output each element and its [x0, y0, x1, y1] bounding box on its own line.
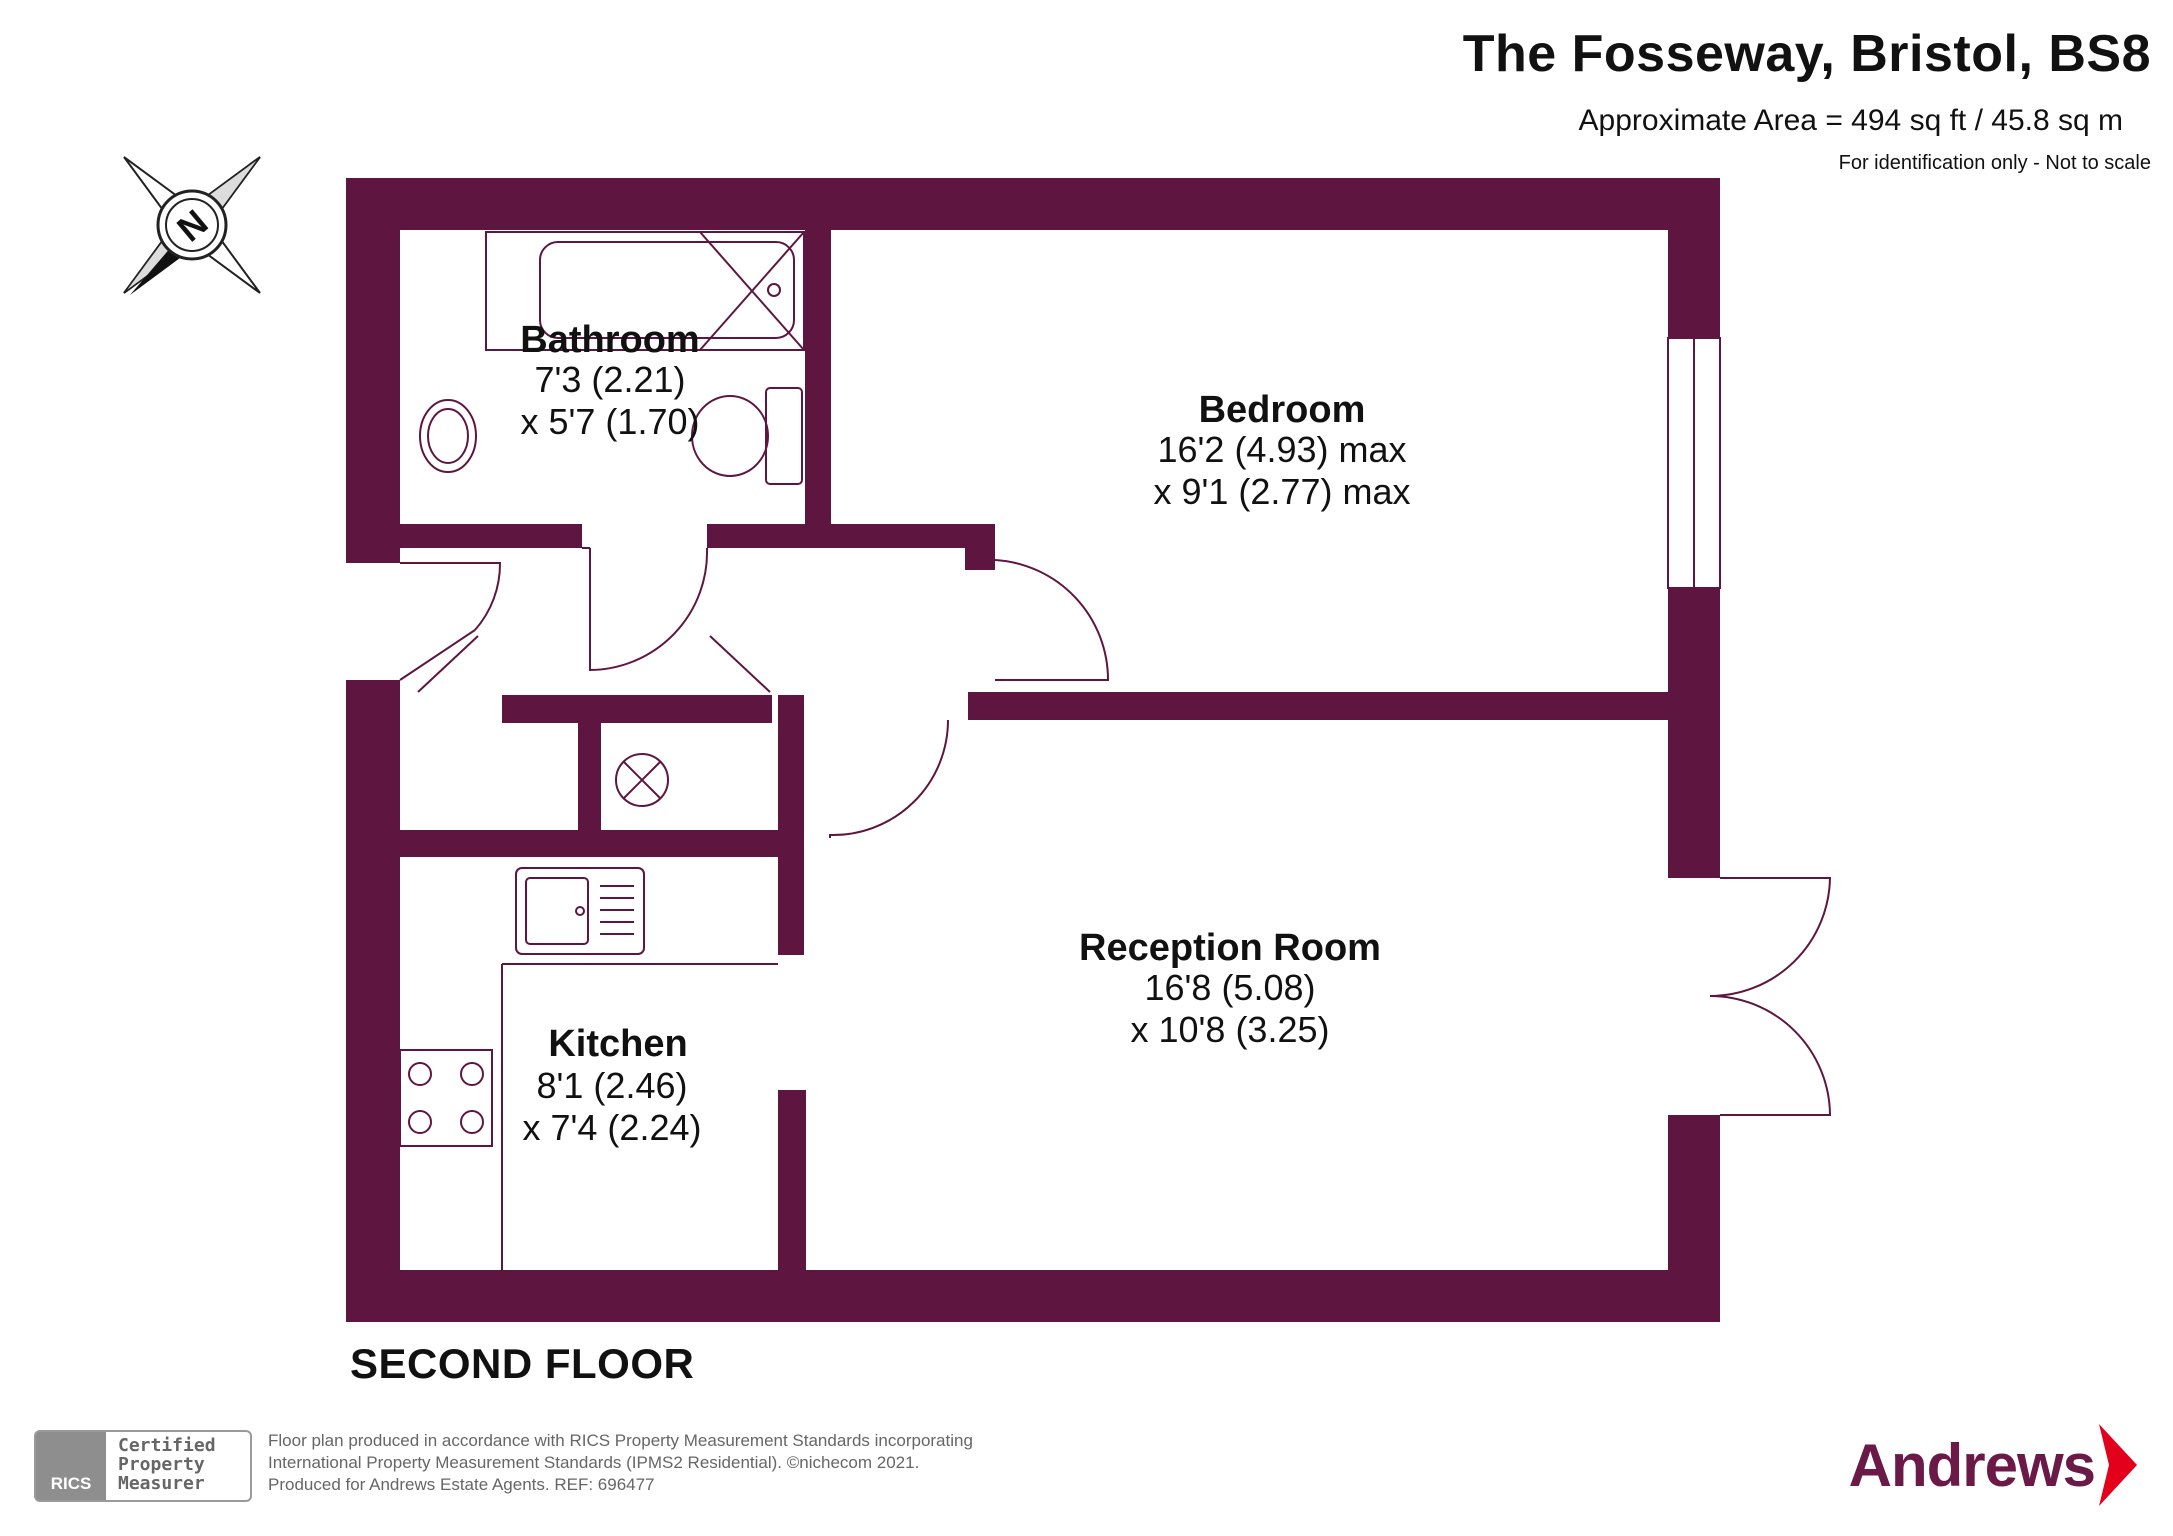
floor-label: SECOND FLOOR	[350, 1340, 695, 1387]
bathroom-label: Bathroom 7'3 (2.21) x 5'7 (1.70)	[520, 319, 699, 442]
reception-label: Reception Room 16'8 (5.08) x 10'8 (3.25)	[1079, 927, 1381, 1050]
rics-logo: RICS	[36, 1432, 106, 1500]
kitchen-dim-1: 8'1 (2.46)	[537, 1065, 688, 1106]
credit-line: International Property Measurement Stand…	[268, 1453, 920, 1472]
andrews-logo: Andrews	[1849, 1422, 2139, 1508]
brand-arrow-icon	[2099, 1424, 2137, 1506]
reception-name: Reception Room	[1079, 927, 1381, 969]
scale-note: For identification only - Not to scale	[1838, 152, 2151, 174]
walls	[346, 178, 1720, 1322]
credit-line: Produced for Andrews Estate Agents. REF:…	[268, 1475, 655, 1494]
rics-certification-text: Certified Property Measurer	[106, 1432, 216, 1500]
floorplan-credits: Floor plan produced in accordance with R…	[268, 1430, 973, 1496]
credit-line: Floor plan produced in accordance with R…	[268, 1431, 973, 1450]
kitchen-dim-2: x 7'4 (2.24)	[523, 1107, 702, 1148]
rics-line: Certified	[118, 1435, 216, 1456]
extractor-icon	[615, 753, 669, 807]
compass-icon: N	[123, 156, 261, 295]
sink-icon	[515, 867, 645, 955]
kitchen-name: Kitchen	[548, 1023, 687, 1065]
rics-line: Measurer	[118, 1473, 205, 1494]
bedroom-name: Bedroom	[1199, 389, 1366, 431]
bathroom-dim-2: x 5'7 (1.70)	[521, 401, 700, 442]
reception-dim-1: 16'8 (5.08)	[1145, 967, 1316, 1008]
approximate-area: Approximate Area = 494 sq ft / 45.8 sq m	[1578, 104, 2123, 137]
brand-name: Andrews	[1848, 1431, 2096, 1499]
bathroom-dim-1: 7'3 (2.21)	[535, 359, 686, 400]
property-title: The Fosseway, Bristol, BS8	[1462, 25, 2151, 83]
reception-dim-2: x 10'8 (3.25)	[1131, 1009, 1330, 1050]
door-swings	[399, 547, 1832, 1116]
bedroom-window	[1667, 337, 1721, 589]
kitchen-label: Kitchen 8'1 (2.46) x 7'4 (2.24)	[523, 1023, 702, 1148]
rics-line: Property	[118, 1454, 205, 1475]
bedroom-label: Bedroom 16'2 (4.93) max x 9'1 (2.77) max	[1154, 389, 1411, 512]
kitchen-worktop	[501, 963, 778, 1270]
hob-icon	[399, 1049, 493, 1147]
bath-icon	[485, 231, 805, 351]
rics-badge-text: RICS	[50, 1474, 92, 1493]
bathroom-name: Bathroom	[520, 319, 699, 361]
bedroom-dim-1: 16'2 (4.93) max	[1158, 429, 1407, 470]
toilet-icon	[691, 387, 803, 485]
rics-certified-badge: RICS Certified Property Measurer	[34, 1430, 252, 1502]
basin-icon	[419, 399, 477, 473]
bedroom-dim-2: x 9'1 (2.77) max	[1154, 471, 1411, 512]
